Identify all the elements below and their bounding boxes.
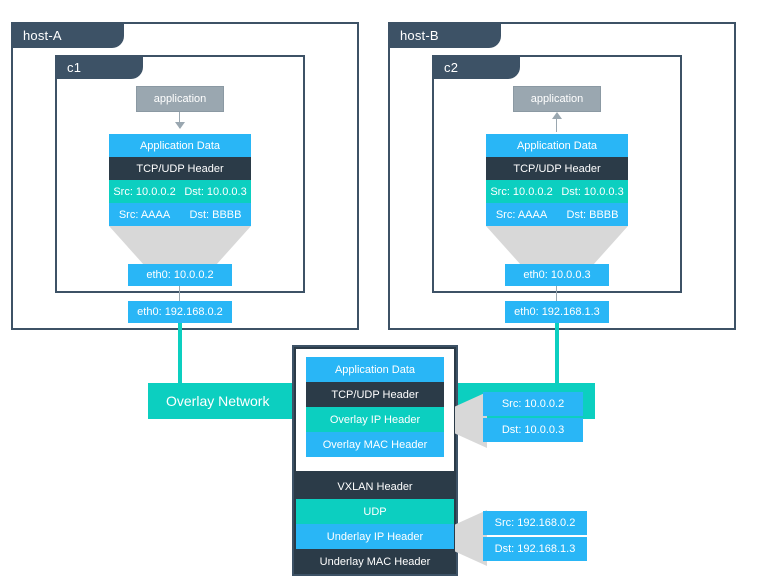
callout-dst-label: Dst: 192.168.1.3 [494,543,576,555]
packet-layer-tcp-udp-c1: TCP/UDP Header [109,157,251,180]
container-interface-label: eth0: 10.0.0.2 [146,269,214,281]
host-a-label: host-A [23,27,62,43]
container-interface-c2: eth0: 10.0.0.3 [505,264,609,286]
packet-src-label: Src: AAAA [118,208,171,221]
outer-layer-underlay-mac: Underlay MAC Header [296,549,454,574]
arrow-up-icon-c2 [552,112,562,119]
inner-layer-overlay-ip: Overlay IP Header [306,407,444,432]
packet-layer-mac-c2: Src: AAAA Dst: BBBB [486,203,628,226]
application-box-c2: application [513,86,601,112]
packet-dst-label: Dst: BBBB [189,208,242,221]
inner-layer-label: Application Data [334,363,416,376]
host-b-tab: host-B [388,22,501,48]
packet-layer-ip-c1: Src: 10.0.0.2 Dst: 10.0.0.3 [109,180,251,203]
inner-layer-label: Overlay MAC Header [322,438,428,451]
packet-layer-label: TCP/UDP Header [136,162,224,175]
packet-layer-app-data-c2: Application Data [486,134,628,157]
application-label-c1: application [153,93,207,105]
application-label-c2: application [530,93,584,105]
host-interface-b: eth0: 192.168.1.3 [505,301,609,323]
callout-overlay-dst: Dst: 10.0.0.3 [483,418,583,442]
outer-layer-udp: UDP [296,499,454,524]
interface-connector-b [556,286,557,302]
packet-layer-label: TCP/UDP Header [513,162,601,175]
inner-layer-label: TCP/UDP Header [331,388,419,401]
packet-dst-label: Dst: 10.0.0.3 [184,185,247,198]
container-interface-label: eth0: 10.0.0.3 [523,269,591,281]
callout-src-label: Src: 10.0.0.2 [501,398,565,410]
packet-dst-label: Dst: 10.0.0.3 [561,185,624,198]
inner-layer-tcp-udp: TCP/UDP Header [306,382,444,407]
container-c2-label: c2 [444,59,459,75]
packet-dst-label: Dst: BBBB [566,208,619,221]
overlay-network-label-wrap: Overlay Network [166,383,346,419]
overlay-network-label: Overlay Network [166,393,270,409]
packet-layer-ip-c2: Src: 10.0.0.2 Dst: 10.0.0.3 [486,180,628,203]
callout-src-label: Src: 192.168.0.2 [494,517,576,529]
host-interface-label-b: eth0: 192.168.1.3 [514,306,600,318]
callout-underlay-dst: Dst: 192.168.1.3 [483,537,587,561]
outer-layer-vxlan: VXLAN Header [296,474,454,499]
host-interface-label-a: eth0: 192.168.0.2 [137,306,223,318]
application-box-c1: application [136,86,224,112]
container-c2-tab: c2 [432,55,520,79]
host-interface-a: eth0: 192.168.0.2 [128,301,232,323]
interface-connector-a [179,286,180,302]
application-connector-c1 [179,112,180,128]
overlay-connector-a [178,323,182,383]
packet-layer-mac-c1: Src: AAAA Dst: BBBB [109,203,251,226]
inner-layer-label: Overlay IP Header [329,413,421,426]
outer-layer-label: Underlay MAC Header [319,555,431,568]
container-c1-tab: c1 [55,55,143,79]
host-b-label: host-B [400,27,439,43]
callout-underlay-src: Src: 192.168.0.2 [483,511,587,535]
outer-layer-label: VXLAN Header [337,480,413,493]
callout-dst-label: Dst: 10.0.0.3 [501,424,565,436]
packet-src-label: Src: 10.0.0.2 [490,185,553,198]
packet-src-label: Src: 10.0.0.2 [113,185,176,198]
packet-src-label: Src: AAAA [495,208,548,221]
outer-layer-underlay-ip: Underlay IP Header [296,524,454,549]
packet-layer-label: Application Data [139,139,221,152]
overlay-connector-b [555,323,559,383]
container-c1-label: c1 [67,59,82,75]
callout-overlay-src: Src: 10.0.0.2 [483,392,583,416]
container-interface-c1: eth0: 10.0.0.2 [128,264,232,286]
application-connector-c2 [556,116,557,132]
arrow-down-icon-c1 [175,122,185,129]
host-a-tab: host-A [11,22,124,48]
outer-layer-label: UDP [363,505,387,518]
packet-layer-label: Application Data [516,139,598,152]
outer-layer-label: Underlay IP Header [326,530,424,543]
inner-layer-app-data: Application Data [306,357,444,382]
inner-layer-overlay-mac: Overlay MAC Header [306,432,444,457]
packet-layer-app-data-c1: Application Data [109,134,251,157]
packet-layer-tcp-udp-c2: TCP/UDP Header [486,157,628,180]
